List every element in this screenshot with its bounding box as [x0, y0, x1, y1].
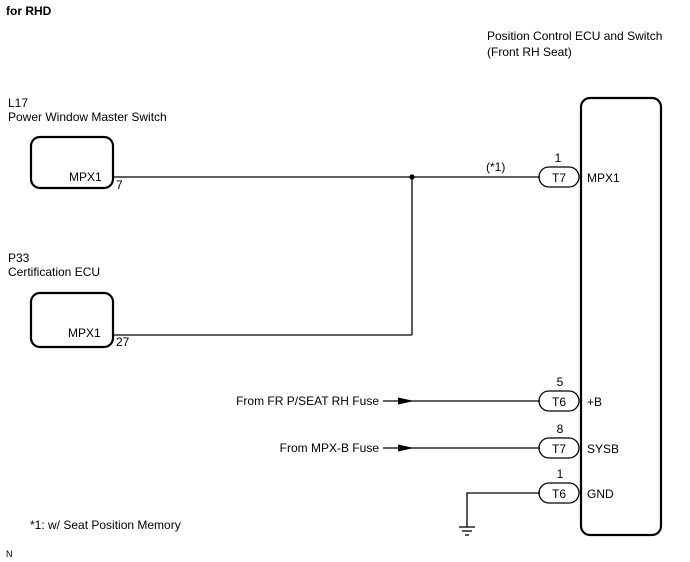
ecu-signal-sysb: SYSB	[587, 442, 619, 456]
connector-t7-sysb-label: T7	[552, 442, 566, 456]
fuse-input-1-label: From FR P/SEAT RH Fuse	[236, 394, 379, 408]
fuse-input-2-arrow	[398, 444, 414, 452]
ecu-box	[579, 96, 663, 537]
fuse-input-1-arrow	[398, 397, 414, 405]
ecu-signal-b: +B	[587, 395, 602, 409]
ground-symbol-icon	[459, 526, 475, 536]
variant-label: for RHD	[6, 4, 52, 18]
wire-note: (*1)	[486, 160, 505, 174]
l17-box	[29, 135, 115, 190]
ecu-title-line1: Position Control ECU and Switch	[487, 29, 662, 43]
ecu-pin-number-8: 8	[557, 422, 564, 436]
connector-t7-mpx1	[538, 166, 580, 188]
splice-point	[409, 174, 415, 180]
connector-t6-gnd	[538, 482, 580, 504]
l17-code: L17	[8, 96, 28, 110]
ecu-pin-number-1-gnd: 1	[557, 467, 564, 481]
ecu-signal-gnd: GND	[587, 487, 614, 501]
ecu-pin-number-1: 1	[555, 151, 562, 165]
p33-box	[29, 291, 115, 349]
connector-t6-b-label: T6	[552, 395, 566, 409]
ecu-signal-mpx1: MPX1	[587, 171, 620, 185]
ground-wire	[466, 492, 540, 527]
connector-t6-b	[538, 390, 580, 412]
connector-t7-sysb	[538, 437, 580, 459]
connector-t6-gnd-label: T6	[552, 487, 566, 501]
fuse-input-2-label: From MPX-B Fuse	[280, 441, 380, 455]
l17-pin: 7	[116, 178, 123, 192]
ecu-pin-number-5: 5	[557, 375, 564, 389]
p33-name: Certification ECU	[8, 265, 100, 279]
p33-code: P33	[8, 251, 30, 265]
corner-mark: N	[6, 549, 13, 559]
p33-pin: 27	[116, 335, 130, 349]
footnote: *1: w/ Seat Position Memory	[30, 518, 181, 532]
l17-terminal: MPX1	[69, 170, 102, 184]
connector-t7-mpx1-label: T7	[552, 171, 566, 185]
p33-terminal: MPX1	[68, 326, 101, 340]
l17-name: Power Window Master Switch	[8, 110, 167, 124]
ecu-title-line2: (Front RH Seat)	[487, 45, 572, 59]
